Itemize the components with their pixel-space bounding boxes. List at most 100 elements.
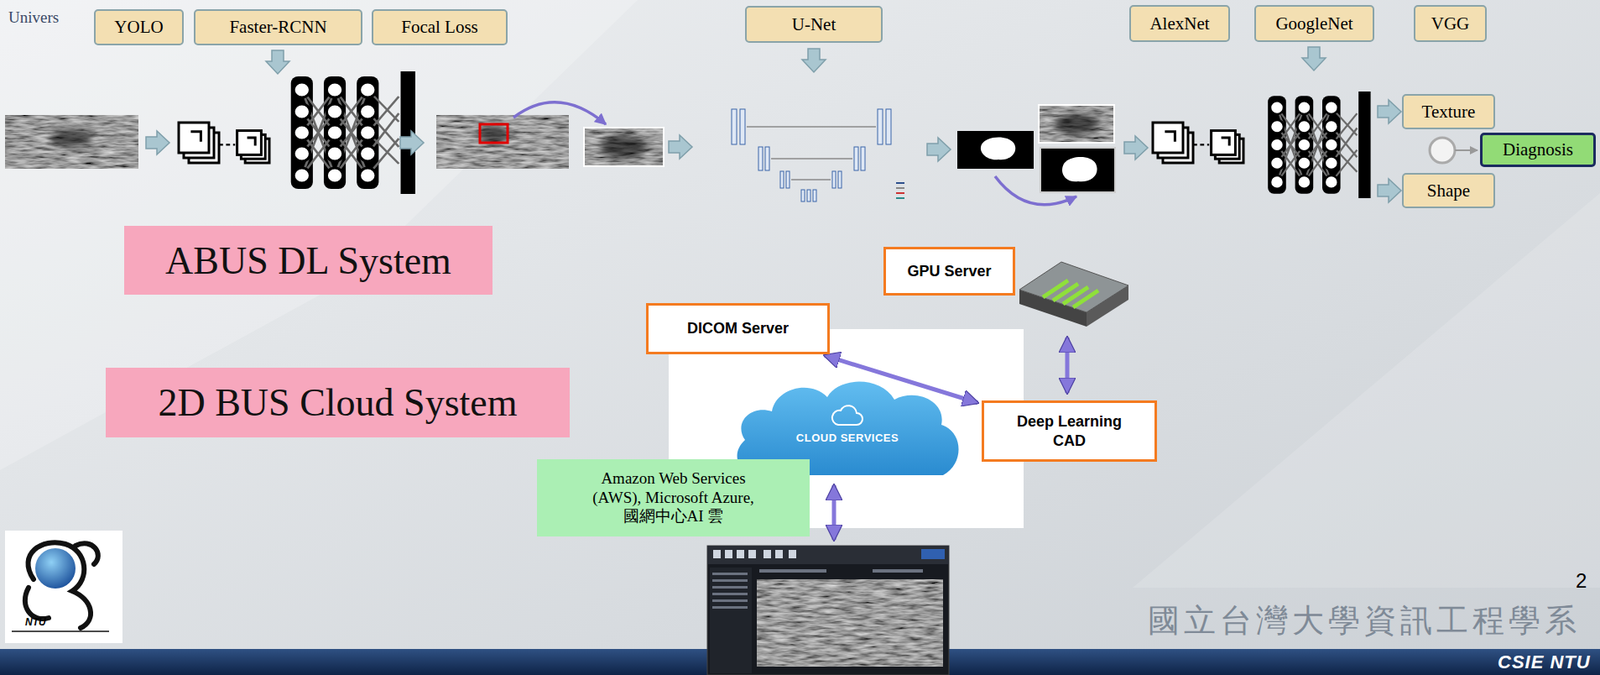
unet-diagram (786, 171, 790, 188)
cloud-icon (832, 405, 863, 425)
unet-diagram (896, 182, 905, 184)
system-title: 2D BUS Cloud System (105, 367, 570, 438)
unet-diagram (765, 146, 770, 171)
background-shape (1132, 192, 1600, 588)
header-text: Univers (8, 8, 59, 27)
classification-stage (1454, 149, 1478, 152)
unet-diagram (854, 146, 859, 171)
software-screenshot (788, 549, 797, 558)
detection-stage (400, 130, 424, 155)
detection-stage (478, 125, 509, 143)
detection-stage (291, 71, 416, 194)
segmentation-output (980, 136, 1016, 160)
node-text: Faster-RCNN (229, 16, 327, 38)
detection-stage (265, 50, 290, 74)
unet-diagram (832, 171, 836, 188)
model-box: Focal Loss (371, 9, 508, 46)
software-screenshot (712, 578, 748, 582)
software-screenshot (775, 549, 783, 558)
model-box: VGG (1413, 5, 1487, 42)
detection-stage (668, 135, 693, 159)
segmentation-output (995, 176, 1077, 205)
unet-diagram (860, 146, 866, 171)
detection-stage (436, 114, 569, 169)
server-box: DICOM Server (646, 302, 830, 355)
provider-box: Amazon Web Services (AWS), Microsoft Azu… (536, 458, 810, 537)
software-screenshot (736, 549, 745, 558)
output-box: Diagnosis (1480, 132, 1596, 167)
unet-diagram (813, 189, 817, 202)
feature-box: Texture (1401, 93, 1496, 130)
software-screenshot (756, 578, 944, 667)
classification-stage (1302, 46, 1326, 71)
node-text: Focal Loss (401, 16, 479, 38)
server-box: GPU Server (883, 246, 1016, 296)
unet-diagram (877, 109, 883, 145)
software-screenshot (709, 567, 752, 673)
gpu-server-picture (1073, 290, 1099, 308)
background-shape (0, 0, 638, 470)
software-screenshot (713, 549, 721, 558)
unet-diagram (807, 189, 811, 202)
unet-diagram (802, 48, 826, 73)
node-text: 2D BUS Cloud System (157, 380, 517, 425)
detection-stage (599, 135, 647, 159)
unet-diagram (740, 109, 746, 145)
software-screenshot (707, 545, 949, 564)
software-screenshot (763, 549, 772, 558)
classification-stage (1377, 178, 1402, 203)
unet-diagram (746, 126, 876, 180)
model-box: GoogleNet (1254, 5, 1375, 42)
software-screenshot (707, 545, 949, 675)
ntu-logo (25, 542, 99, 628)
unet-diagram (731, 109, 892, 202)
node-text: CLOUD SERVICES (796, 431, 899, 444)
software-screenshot (872, 568, 923, 573)
page-number: 2 (1575, 568, 1587, 593)
software-screenshot (921, 548, 945, 559)
unet-diagram (885, 109, 892, 145)
ntu-logo (5, 530, 123, 643)
software-screenshot (724, 549, 733, 558)
segmentation-output (1038, 104, 1115, 143)
software-screenshot (712, 599, 748, 602)
software-screenshot (712, 572, 748, 575)
model-box: U-Net (745, 5, 883, 43)
node-text: GoogleNet (1275, 13, 1353, 35)
unet-diagram (838, 171, 842, 188)
node-text: GPU Server (906, 262, 991, 281)
node-text: Diagnosis (1502, 139, 1574, 161)
ntu-logo (35, 547, 76, 589)
model-box: YOLO (93, 9, 184, 46)
model-box: AlexNet (1129, 5, 1230, 42)
unet-diagram (731, 109, 737, 145)
classification-stage (1377, 99, 1402, 124)
unet-diagram (896, 187, 905, 189)
classification-stage (1152, 122, 1244, 163)
node-text: VGG (1431, 13, 1470, 35)
node-text: Texture (1422, 101, 1476, 123)
unet-diagram (927, 137, 951, 162)
detection-stage (50, 129, 93, 148)
segmentation-output (1124, 135, 1148, 160)
software-screenshot (832, 484, 837, 540)
detection-stage (583, 127, 664, 167)
unet-diagram (758, 146, 763, 171)
node-text: ABUS DL System (165, 238, 452, 283)
unet-diagram (896, 182, 905, 199)
segmentation-output (1054, 113, 1099, 136)
segmentation-output (1040, 147, 1116, 193)
software-screenshot (712, 585, 748, 589)
node-text: Shape (1427, 180, 1470, 202)
gpu-server-picture (1019, 261, 1129, 313)
node-text: AlexNet (1149, 13, 1210, 35)
classification-stage (1267, 91, 1371, 199)
software-screenshot (712, 592, 748, 595)
unet-diagram (746, 125, 876, 128)
gpu-server-picture (1065, 337, 1070, 393)
unet-diagram (731, 48, 951, 202)
unet-diagram (801, 189, 805, 202)
system-title: ABUS DL System (124, 225, 493, 295)
unet-diagram (896, 197, 905, 199)
node-text: U-Net (792, 14, 836, 36)
